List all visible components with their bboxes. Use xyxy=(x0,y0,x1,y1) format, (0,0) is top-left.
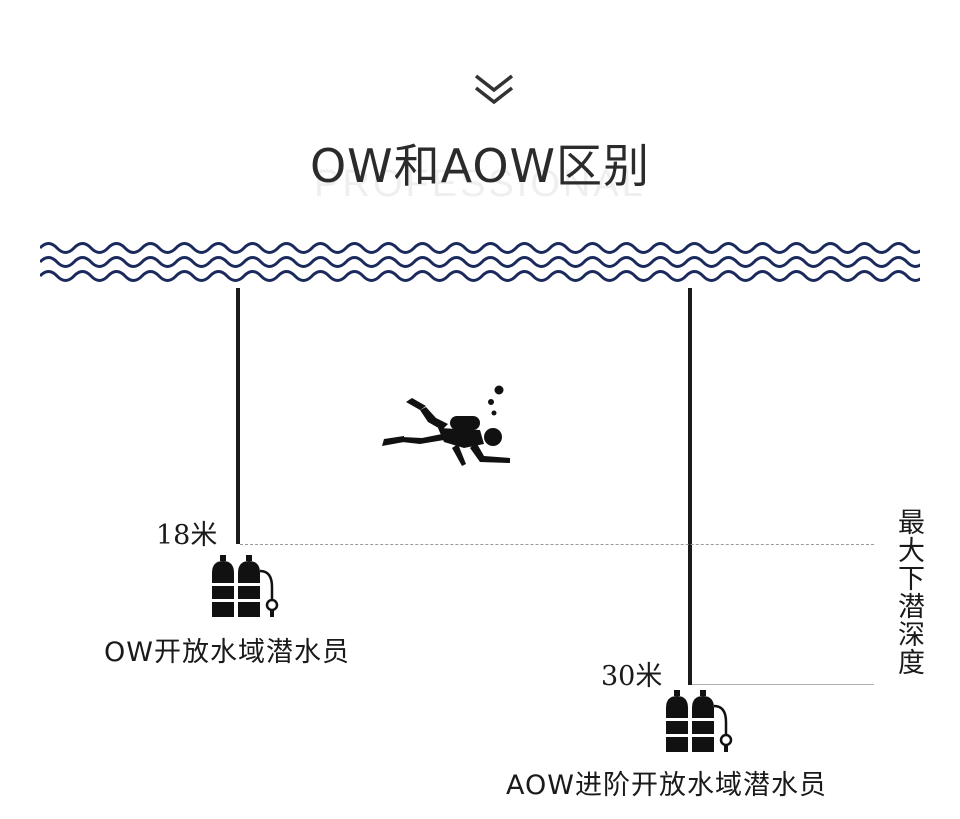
watermark-text: PROFESSIONAL xyxy=(314,163,646,205)
scuba-tank-icon xyxy=(212,555,279,617)
depth-18-marker xyxy=(240,544,874,545)
ow-depth-line xyxy=(236,288,240,544)
depth-30-marker xyxy=(692,684,874,685)
scuba-tank-icon xyxy=(666,690,733,752)
wave-line xyxy=(40,242,920,254)
aow-depth-line xyxy=(688,288,692,685)
chevron-down-icon xyxy=(474,74,514,105)
waves-icon xyxy=(40,242,920,282)
ow-caption: OW开放水域潜水员 xyxy=(104,637,350,668)
max-depth-label: 最大下潜深度 xyxy=(893,508,924,676)
wave-line xyxy=(40,270,920,282)
ow-depth-label: 18米 xyxy=(156,520,218,551)
diver-icon xyxy=(382,385,510,466)
wave-line xyxy=(40,256,920,268)
aow-caption: AOW进阶开放水域潜水员 xyxy=(506,770,827,801)
page-title: OW和AOW区别 xyxy=(309,139,651,193)
aow-depth-label: 30米 xyxy=(601,661,663,692)
